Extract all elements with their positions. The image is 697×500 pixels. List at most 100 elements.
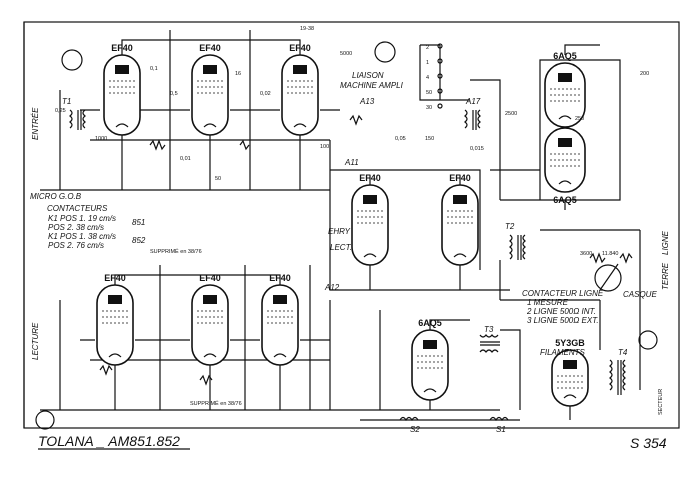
tube-envelope	[411, 329, 449, 401]
label-lect: LECT.	[330, 243, 352, 252]
tube-type: EF40	[269, 273, 291, 283]
cathode-icon	[273, 353, 287, 358]
pin-label: 2	[426, 45, 429, 51]
resistors	[99, 114, 633, 386]
contacteurs-model: 852	[132, 236, 146, 245]
cathode-icon	[203, 353, 217, 358]
vacuum-tube-v10: EF40	[261, 273, 299, 366]
connector-pin	[437, 103, 443, 109]
label-lecture: LECTURE	[31, 322, 40, 360]
tube-type: 6AQ5	[553, 195, 577, 205]
label-a13: A13	[359, 97, 375, 106]
label-t1: T1	[62, 97, 71, 106]
label-micro: MICRO G.O.B	[30, 192, 82, 201]
anode-icon	[203, 65, 217, 74]
tube-type: EF40	[359, 173, 381, 183]
label-casque: CASQUE	[623, 290, 657, 299]
label-a17: A17	[465, 97, 481, 106]
contacteurs-row: K1 POS 1. 38 cm/s	[48, 232, 116, 241]
vacuum-tube-v8: EF40	[96, 273, 134, 366]
contacteurs-row: POS 2. 76 cm/s	[48, 241, 104, 250]
vacuum-tube-v7: EF40	[441, 173, 479, 266]
meter-icon	[594, 264, 622, 292]
tube-type: 6AQ5	[553, 51, 577, 61]
label-t3: T3	[484, 325, 494, 334]
tube-envelope	[96, 284, 134, 366]
anode-icon	[558, 73, 572, 82]
connector-socket-icon	[61, 49, 83, 71]
anode-icon	[363, 195, 377, 204]
component-value: 0,02	[260, 91, 271, 97]
label-a11: A11	[344, 158, 359, 167]
component-value: 100	[320, 144, 329, 150]
component-value: 5000	[340, 51, 352, 57]
contacteurs-model: 851	[132, 218, 145, 227]
tube-type: EF40	[199, 273, 221, 283]
component-value: 1000	[95, 136, 107, 142]
tube-envelope	[191, 284, 229, 366]
tube-type: 6AQ5	[418, 318, 442, 328]
anode-icon	[453, 195, 467, 204]
component-value: 0,1	[150, 66, 158, 72]
vacuum-tube-v2: EF40	[191, 43, 229, 136]
component-value: 0,05	[395, 136, 406, 142]
component-value: 2500	[505, 111, 517, 117]
tube-envelope	[281, 54, 319, 136]
din-socket-icon	[374, 41, 396, 63]
contacteurs-heading: CONTACTEURS	[47, 204, 108, 213]
label-t4: T4	[618, 348, 628, 357]
vacuum-tube-v4: 6AQ5	[544, 51, 586, 128]
vacuum-tube-v3: EF40	[281, 43, 319, 136]
component-value: 250	[575, 116, 584, 122]
label-liaison-2: MACHINE AMPLI	[340, 81, 404, 90]
contacteur-ligne-item: 3 LIGNE 500Ω EXT.	[527, 316, 599, 325]
pin-label: 30	[426, 105, 432, 111]
vacuum-tube-v11: 6AQ5	[411, 318, 449, 401]
tube-envelope	[551, 349, 589, 407]
label-entree: ENTRÉE	[31, 107, 40, 140]
tube-type: EF40	[111, 43, 133, 53]
anode-icon	[423, 340, 437, 349]
vacuum-tube-v9: EF40	[191, 273, 229, 366]
label-terre: TERRE	[661, 262, 670, 290]
cathode-icon	[363, 253, 377, 258]
tube-envelope	[351, 184, 389, 266]
pin-label: 50	[426, 90, 432, 96]
cathode-icon	[423, 388, 437, 393]
connector-pin	[437, 58, 443, 64]
pin-label: 1	[426, 60, 429, 66]
component-value: 0,25	[55, 108, 66, 114]
tube-envelope	[544, 127, 586, 193]
connector-pin	[437, 88, 443, 94]
schematic-title: TOLANA _ AM851.852	[38, 433, 180, 449]
contacteur-ligne-heading: CONTACTEUR LIGNE	[522, 289, 604, 298]
anode-icon	[108, 295, 122, 304]
label-liaison: LIAISON	[352, 71, 384, 80]
component-value: 0,5	[170, 91, 178, 97]
connector-socket-icon	[35, 410, 55, 430]
label-secteur: SECTEUR	[658, 389, 664, 415]
anode-icon	[273, 295, 287, 304]
label-speed: 19-38	[300, 26, 314, 32]
label-t2: T2	[505, 222, 515, 231]
label-ehry: EHRY	[328, 227, 351, 236]
label-r11840: 11.840	[602, 251, 618, 257]
cathode-icon	[558, 180, 572, 185]
label-a12: A12	[324, 283, 340, 292]
component-value: 16	[235, 71, 241, 77]
contacteurs-row: POS 2. 38 cm/s	[48, 223, 104, 232]
connector-pin	[437, 73, 443, 79]
cathode-icon	[293, 123, 307, 128]
component-value: 150	[425, 136, 434, 142]
anode-icon	[563, 360, 577, 369]
anode-icon	[558, 138, 572, 147]
contacteur-ligne-item: 2 LIGNE 500Ω INT.	[526, 307, 596, 316]
vacuum-tube-v12: 5Y3GB	[551, 338, 589, 407]
tube-envelope	[261, 284, 299, 366]
component-value: 200	[640, 71, 649, 77]
label-s2: S2	[410, 425, 420, 434]
label-r3600: 3600	[580, 251, 592, 257]
contacteurs-row: K1 POS 1. 19 cm/s	[48, 214, 116, 223]
tube-type: EF40	[449, 173, 471, 183]
